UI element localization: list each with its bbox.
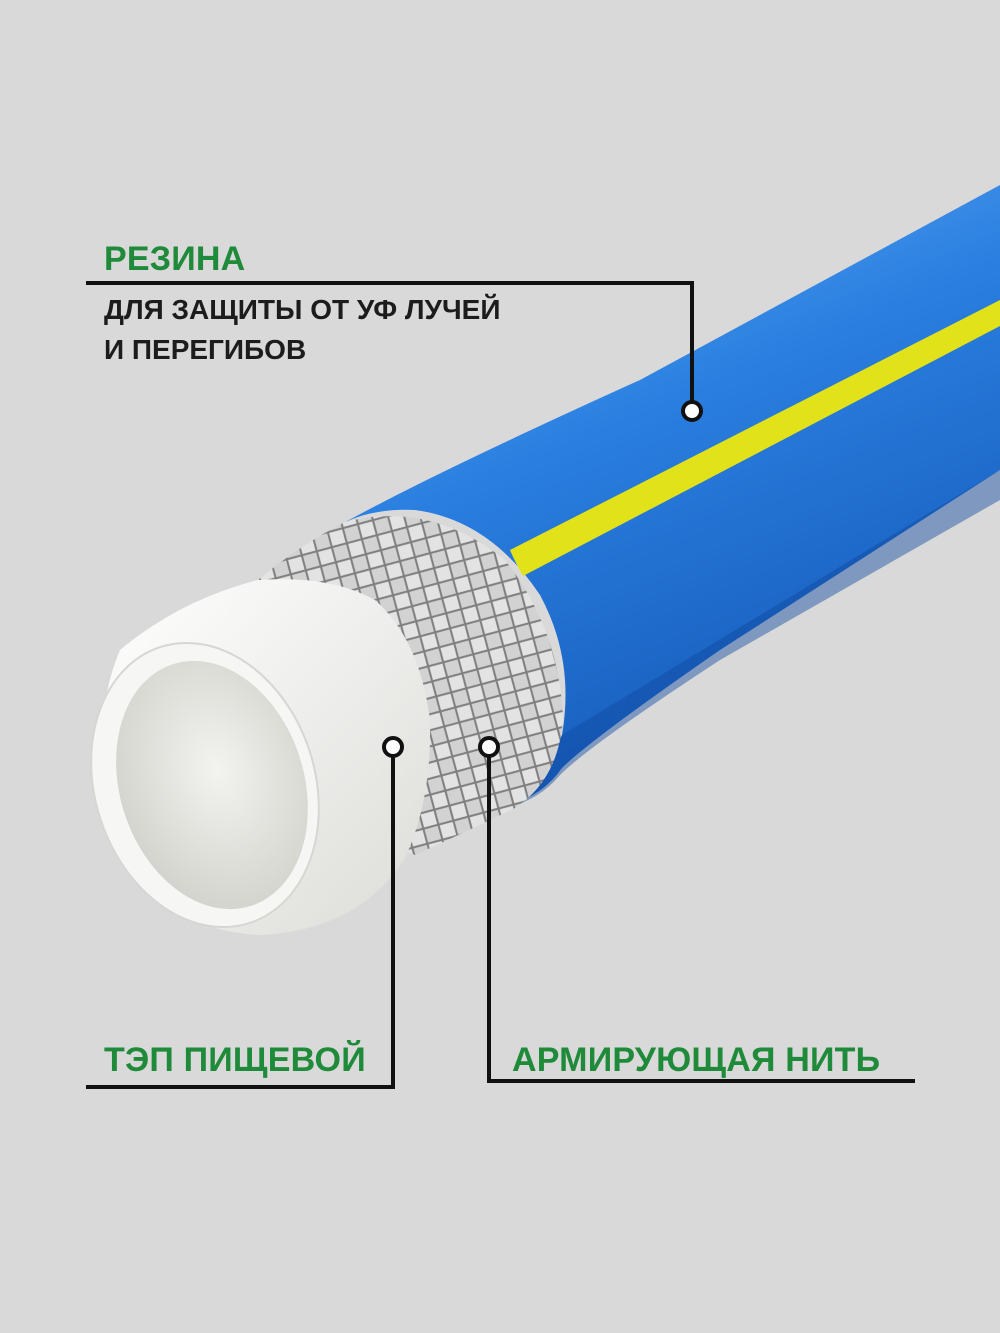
rubber-title: РЕЗИНА xyxy=(104,240,246,278)
yellow-stripe xyxy=(510,300,1000,576)
rubber-description-line-1: ДЛЯ ЗАЩИТЫ ОТ УФ ЛУЧЕЙ xyxy=(104,294,501,325)
callout-rubber xyxy=(86,281,703,422)
callout-thread xyxy=(478,736,915,1083)
rubber-description-line-2: И ПЕРЕГИБОВ xyxy=(104,334,307,365)
rubber-shadow xyxy=(493,470,1000,810)
tube-inner-cavity xyxy=(116,660,308,910)
rubber-description: ДЛЯ ЗАЩИТЫ ОТ УФ ЛУЧЕЙ И ПЕРЕГИБОВ xyxy=(104,290,500,370)
tpe-title: ТЭП ПИЩЕВОЙ xyxy=(104,1041,366,1079)
callout-tpe xyxy=(86,736,404,1089)
thread-title: АРМИРУЮЩАЯ НИТЬ xyxy=(512,1041,881,1079)
